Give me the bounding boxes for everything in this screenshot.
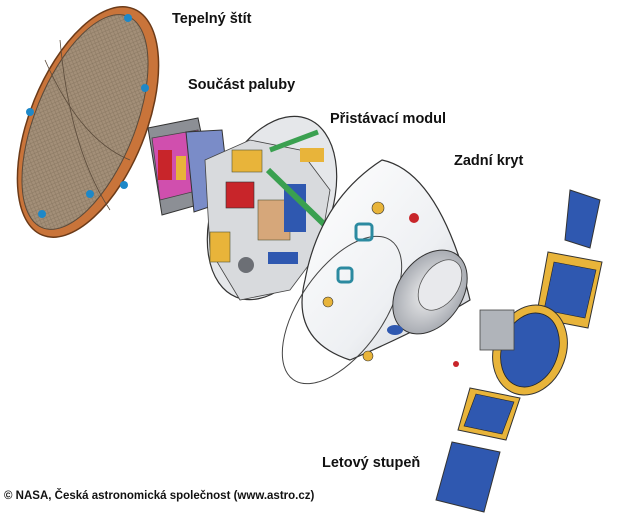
label-deck-part: Součást paluby	[188, 77, 296, 93]
image-credit: © NASA, Česká astronomická společnost (w…	[4, 490, 315, 502]
label-backshell: Zadní kryt	[454, 153, 524, 169]
label-lander: Přistávací modul	[330, 111, 447, 127]
label-cruise-stage: Letový stupeň	[322, 455, 421, 471]
heat-shield	[16, 6, 160, 238]
cruise-stage	[435, 189, 603, 513]
label-heat-shield: Tepelný štít	[172, 11, 252, 27]
lander-module	[204, 115, 338, 301]
backshell	[281, 159, 471, 385]
